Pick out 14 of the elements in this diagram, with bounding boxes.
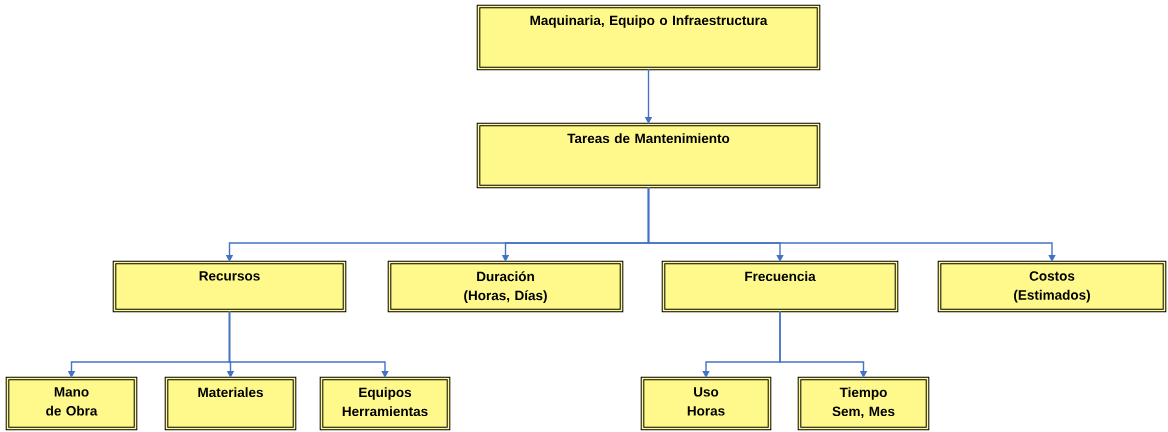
process-box: Equipos Herramientas [319,376,451,431]
process-box: Costos (Estimados) [937,260,1167,313]
process-box: Recursos [112,260,347,313]
process-box: Frecuencia [661,260,899,313]
process-box: Mano de Obra [5,376,138,431]
arrow [228,310,389,378]
process-box: Uso Horas [640,376,772,431]
process-box: Tiempo Sem, Mes [797,376,930,431]
process-box: Maquinaria, Equipo o Infraestructura [476,4,821,71]
arrow [779,310,868,378]
arrow [647,186,1056,262]
process-box: Tareas de Mantenimiento [476,122,821,189]
process-box: Materiales [164,376,297,431]
process-box: Duración (Horas, Días) [387,260,624,313]
